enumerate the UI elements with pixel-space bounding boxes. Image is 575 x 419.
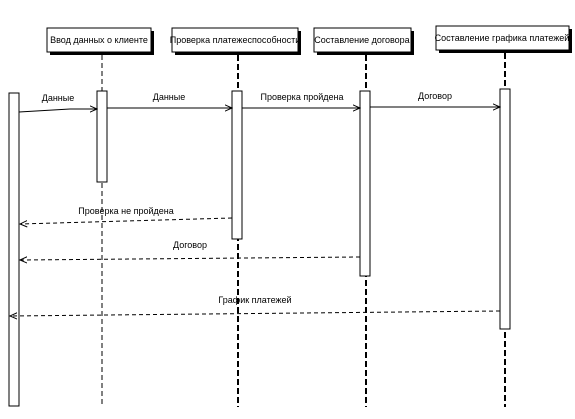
return-payment-schedule: График платежей [10, 295, 501, 316]
participant-solvency-check: Проверка платежеспособности [170, 27, 301, 55]
message-data-1: Данные [18, 93, 97, 112]
return-check-failed: Проверка не пройдена [20, 206, 233, 224]
message-label: Данные [42, 93, 75, 103]
participant-contract: Составление договора [313, 27, 414, 55]
participant-label: Составление графика платежей [435, 33, 570, 43]
message-label: Договор [418, 91, 452, 101]
participant-label: Проверка платежеспособности [170, 35, 300, 45]
activation-contract [359, 90, 371, 277]
message-label: Проверка пройдена [261, 92, 344, 102]
message-check-passed: Проверка пройдена [242, 92, 360, 108]
message-label: График платежей [218, 295, 291, 305]
message-data-2: Данные [107, 92, 232, 108]
message-label: Проверка не пройдена [78, 206, 173, 216]
participant-label: Ввод данных о клиенте [50, 35, 148, 45]
message-contract: Договор [370, 91, 500, 107]
activation-schedule [499, 88, 511, 330]
return-contract: Договор [20, 240, 361, 260]
message-label: Данные [153, 92, 186, 102]
activation-solvency-check [231, 90, 243, 240]
participant-client-input: Ввод данных о клиенте [46, 27, 154, 55]
message-label: Договор [173, 240, 207, 250]
participant-label: Составление договора [314, 35, 409, 45]
actor-activation [8, 92, 20, 407]
participant-schedule: Составление графика платежей [435, 25, 572, 53]
activation-client-input [96, 90, 108, 183]
